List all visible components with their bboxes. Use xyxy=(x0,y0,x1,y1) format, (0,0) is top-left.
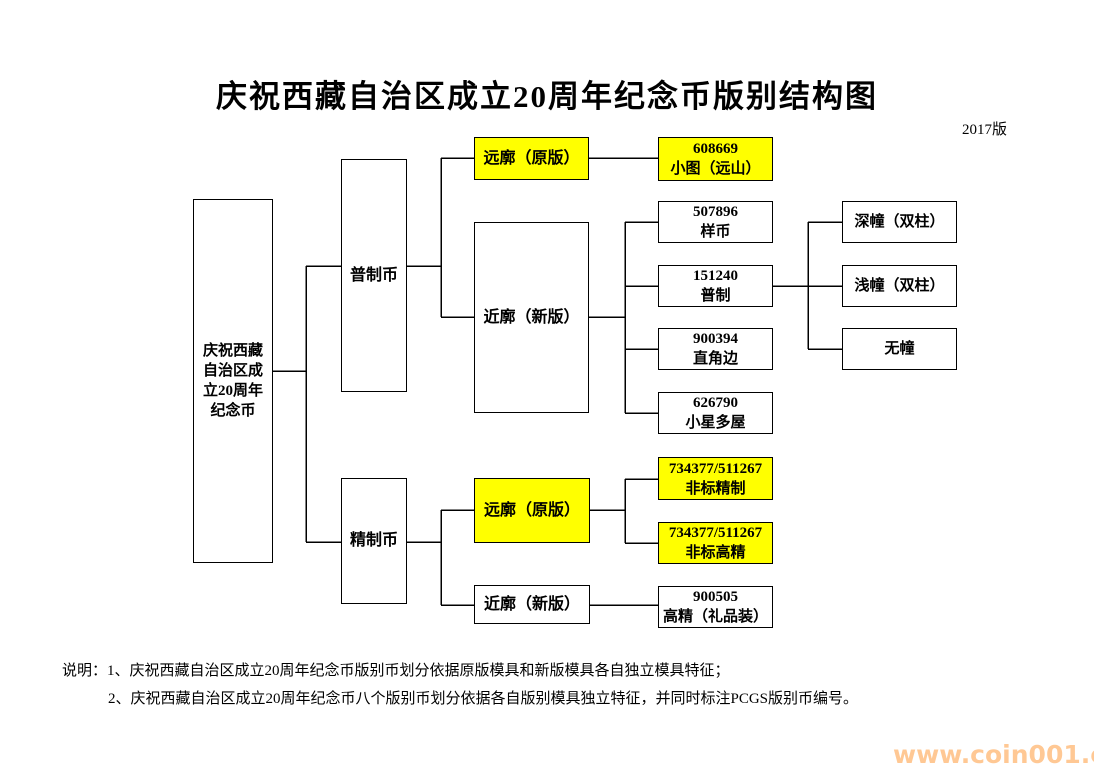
node-root-line: 立20周年 xyxy=(202,383,263,399)
node-variant-feibiao-jingzhi: 734377/511267 非标精制 xyxy=(658,457,773,500)
node-root-commemorative-coin: 庆祝西藏 自治区成 立20周年 纪念币 xyxy=(193,199,273,563)
variant-code: 900505 xyxy=(693,589,738,605)
node-jinkuo-new-top: 近廓（新版） xyxy=(474,222,589,413)
node-root-line: 自治区成 xyxy=(202,363,263,379)
node-root-line: 庆祝西藏 xyxy=(202,343,263,359)
node-label: 远廓（原版） xyxy=(483,149,580,167)
variant-code: 900394 xyxy=(693,331,738,347)
variant-code: 507896 xyxy=(693,204,738,220)
node-subvariant-shenchuang: 深幢（双柱） xyxy=(842,201,957,243)
node-yuankuo-original-top: 远廓（原版） xyxy=(474,137,589,180)
variant-code: 734377/511267 xyxy=(668,460,763,477)
node-yuankuo-original-bottom: 远廓（原版） xyxy=(474,478,590,543)
node-variant-900394-zhijiaobian: 900394 直角边 xyxy=(658,328,773,370)
variant-name: 非标高精 xyxy=(685,545,746,561)
node-jingzhibi: 精制币 xyxy=(341,478,407,604)
variant-code: 608669 xyxy=(693,141,738,157)
node-variant-151240-puzhi: 151240 普制 xyxy=(658,265,773,307)
variant-name: 样币 xyxy=(700,224,731,240)
note-line-1: 说明：1、庆祝西藏自治区成立20周年纪念币版别币划分依据原版模具和新版模具各自独… xyxy=(62,663,730,679)
watermark-coin001: www.coin001.com xyxy=(893,740,1094,769)
node-label: 近廓（新版） xyxy=(483,308,580,326)
node-label: 深幢（双柱） xyxy=(854,214,945,230)
note-line-2: 2、庆祝西藏自治区成立20周年纪念币八个版别币划分依据各自版别模具独立特征，并同… xyxy=(108,691,859,707)
variant-name: 高精（礼品装） xyxy=(662,609,768,625)
node-jinkuo-new-bottom: 近廓（新版） xyxy=(474,585,590,624)
page-title: 庆祝西藏自治区成立20周年纪念币版别结构图 xyxy=(216,79,878,114)
node-subvariant-qianchuang: 浅幢（双柱） xyxy=(842,265,957,307)
node-root-line: 纪念币 xyxy=(210,403,256,419)
node-label: 普制币 xyxy=(349,266,398,284)
variant-name: 小图（远山） xyxy=(670,161,761,177)
node-variant-507896-yangbi: 507896 样币 xyxy=(658,201,773,243)
variant-name: 直角边 xyxy=(692,351,738,367)
node-subvariant-wuchuang: 无幢 xyxy=(842,328,957,370)
node-variant-feibiao-gaojing: 734377/511267 非标高精 xyxy=(658,522,773,564)
node-variant-626790-xiaoxingduowu: 626790 小星多屋 xyxy=(658,392,773,434)
edition-label: 2017版 xyxy=(962,122,1008,138)
node-putongbi: 普制币 xyxy=(341,159,407,392)
node-variant-900505-gaojing: 900505 高精（礼品装） xyxy=(658,586,773,628)
node-label: 精制币 xyxy=(349,532,398,549)
variant-name: 小星多屋 xyxy=(685,415,746,431)
node-label: 无幢 xyxy=(884,341,915,357)
variant-name: 普制 xyxy=(700,288,731,304)
variant-code: 734377/511267 xyxy=(668,525,763,541)
node-label: 远廓（原版） xyxy=(483,501,580,519)
node-variant-608669-xiaotu: 608669 小图（远山） xyxy=(658,137,773,181)
node-label: 近廓（新版） xyxy=(483,595,580,613)
variant-name: 非标精制 xyxy=(685,480,746,497)
connector-path xyxy=(273,157,842,606)
node-label: 浅幢（双柱） xyxy=(854,278,945,294)
variant-code: 151240 xyxy=(693,268,738,284)
variant-code: 626790 xyxy=(693,395,738,411)
